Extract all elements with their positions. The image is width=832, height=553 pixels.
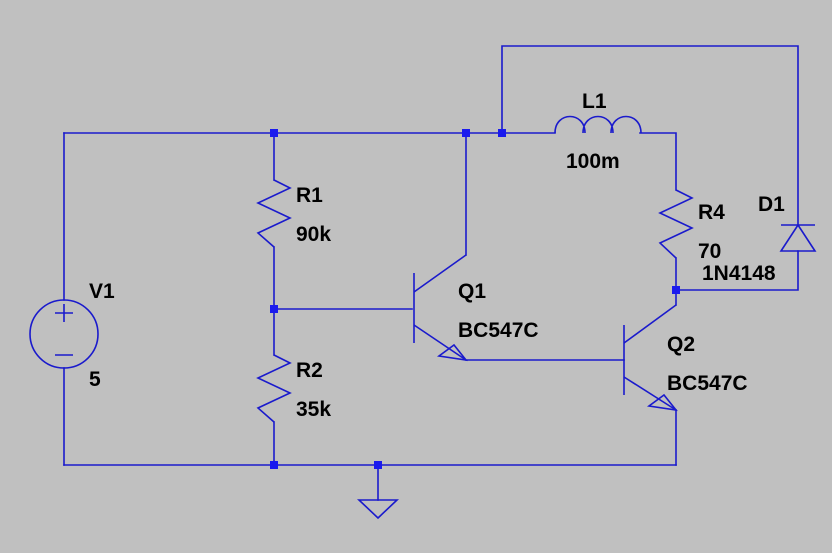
q1-value-label: BC547C (458, 319, 539, 342)
inductor-l1 (554, 115, 642, 134)
r1-value-label: 90k (296, 223, 331, 246)
ground-symbol (356, 499, 400, 520)
l1-ref-label: L1 (582, 90, 607, 113)
r2-ref-label: R2 (296, 359, 323, 382)
q2-value-label: BC547C (667, 372, 748, 395)
q1-ref-label: Q1 (458, 280, 486, 303)
d1-ref-label: D1 (758, 193, 785, 216)
r4-value-label: 70 (698, 240, 721, 263)
wire-diode-bottom (675, 250, 799, 291)
resistor-r4 (658, 189, 694, 259)
v1-value-label: 5 (89, 368, 101, 391)
resistor-r2 (256, 354, 292, 423)
transistor-q1 (413, 254, 468, 362)
junction-dot (672, 286, 680, 294)
junctions (270, 129, 680, 469)
v1-ref-label: V1 (89, 280, 115, 303)
d1-value-label: 1N4148 (702, 262, 776, 285)
junction-dot (270, 461, 278, 469)
wire-diode-loop (501, 45, 799, 226)
junction-dot (374, 461, 382, 469)
junction-dot (270, 305, 278, 313)
r4-ref-label: R4 (698, 201, 725, 224)
q2-ref-label: Q2 (667, 333, 695, 356)
l1-value-label: 100m (566, 150, 620, 173)
transistor-q2 (623, 304, 678, 412)
resistor-r1 (256, 179, 292, 248)
junction-dot (498, 129, 506, 137)
r2-value-label: 35k (296, 398, 331, 421)
wires (63, 45, 799, 501)
junction-dot (462, 129, 470, 137)
diode-d1 (779, 223, 817, 252)
voltage-source-v1 (29, 299, 99, 369)
r1-ref-label: R1 (296, 184, 323, 207)
labels: V1 5 R1 90k R2 35k L1 100m R4 70 D1 1N41… (89, 90, 785, 421)
wire-l1-r4 (639, 132, 677, 191)
junction-dot (270, 129, 278, 137)
